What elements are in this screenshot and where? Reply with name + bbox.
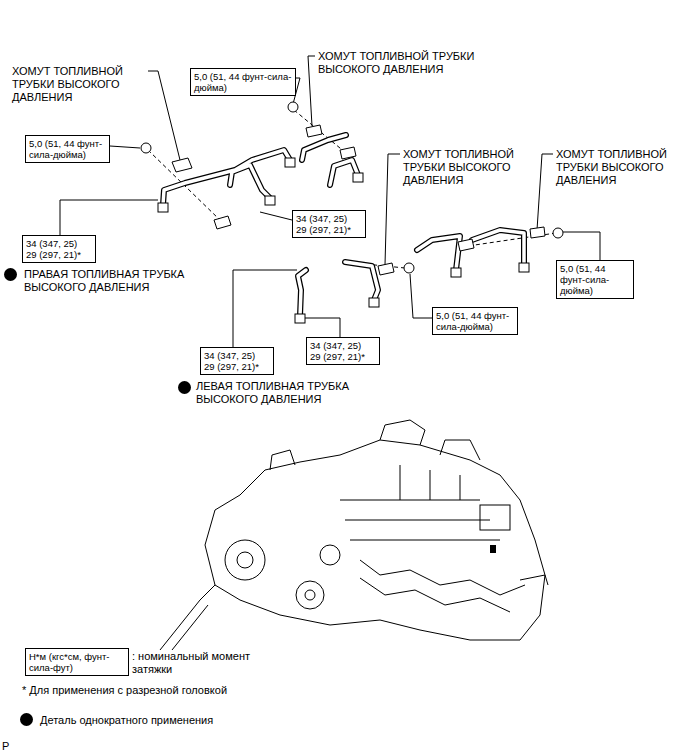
torque-box: 34 (347, 25)29 (297, 21)*	[306, 337, 380, 365]
torque-box: 34 (347, 25)29 (297, 21)*	[200, 347, 274, 375]
torque-box: 34 (347, 25)29 (297, 21)*	[22, 235, 96, 263]
torque-value: 34 (347, 25)	[26, 238, 92, 249]
union-nut	[158, 158, 529, 323]
bolt	[141, 102, 563, 273]
torque-value: 34 (347, 25)	[204, 350, 270, 361]
single-use-dot	[178, 381, 191, 394]
legend-dot	[20, 713, 33, 726]
torque-value: 5,0 (51, 44 фунт-сила-дюйма)	[560, 263, 630, 296]
leader-line	[308, 56, 315, 126]
part-name: ХОМУТ ТОПЛИВНОЙ ТРУБКИ ВЫСОКОГО ДАВЛЕНИЯ	[556, 148, 684, 187]
label-text: : номинальный момент затяжки	[132, 650, 250, 675]
fuel-pipe	[163, 135, 524, 316]
note: * Для применения с разрезной головкой	[22, 684, 322, 697]
label-text: P	[2, 740, 9, 752]
torque-box: 5,0 (51, 44 фунт-сила-дюйма)	[432, 307, 518, 335]
torque-value: 5,0 (51, 44 фунт-сила-дюйма)	[194, 71, 292, 93]
torque-value: 29 (297, 21)*	[204, 361, 270, 372]
label-text: ПРАВАЯ ТОПЛИВНАЯ ТРУБКА ВЫСОКОГО ДАВЛЕНИ…	[24, 268, 184, 293]
leader-line	[233, 270, 297, 347]
pipe-clamp	[172, 125, 545, 275]
unit-box: Н*м (кгс*см, фунт-сила-фут)	[25, 648, 129, 676]
part-name: ХОМУТ ТОПЛИВНОЙ ТРУБКИ ВЫСОКОГО ДАВЛЕНИЯ	[12, 65, 147, 104]
torque-value: 29 (297, 21)*	[26, 249, 92, 260]
label-text: ХОМУТ ТОПЛИВНОЙ ТРУБКИ ВЫСОКОГО ДАВЛЕНИЯ	[12, 65, 123, 103]
engine-illustration	[160, 420, 548, 655]
torque-box: 5,0 (51, 44 фунт-сила-дюйма)	[190, 68, 296, 96]
torque-box: 5,0 (51, 44 фунт-сила-дюйма)	[25, 135, 110, 163]
torque-value: 34 (347, 25)	[296, 213, 362, 224]
torque-value: 29 (297, 21)*	[310, 351, 376, 362]
legend-text: Деталь однократного применения	[40, 714, 213, 727]
torque-box: 34 (347, 25)29 (297, 21)*	[292, 210, 366, 238]
part-name: ХОМУТ ТОПЛИВНОЙ ТРУБКИ ВЫСОКОГО ДАВЛЕНИЯ	[403, 148, 541, 187]
torque-value: 29 (297, 21)*	[296, 224, 362, 235]
leader-line	[260, 212, 292, 220]
label-text: ЛЕВАЯ ТОПЛИВНАЯ ТРУБКА ВЫСОКОГО ДАВЛЕНИЯ	[196, 380, 349, 405]
part-name: ХОМУТ ТОПЛИВНОЙ ТРУБКИ ВЫСОКОГО ДАВЛЕНИЯ	[318, 50, 508, 76]
torque-value: 5,0 (51, 44 фунт-сила-дюйма)	[436, 310, 514, 332]
single-use-dot	[4, 268, 17, 281]
leader-line	[563, 232, 600, 260]
leader-line	[60, 200, 158, 235]
torque-value: 5,0 (51, 44 фунт-сила-дюйма)	[29, 138, 106, 160]
leader-line	[110, 146, 140, 148]
torque-value: 34 (347, 25)	[310, 340, 376, 351]
torque-value: Н*м (кгс*см, фунт-сила-фут)	[29, 651, 125, 673]
part-name: ПРАВАЯ ТОПЛИВНАЯ ТРУБКА ВЫСОКОГО ДАВЛЕНИ…	[24, 268, 234, 294]
torque-box: 5,0 (51, 44 фунт-сила-дюйма)	[556, 260, 634, 299]
label-text: ХОМУТ ТОПЛИВНОЙ ТРУБКИ ВЫСОКОГО ДАВЛЕНИЯ	[318, 50, 474, 75]
leader-line	[385, 154, 400, 265]
leader-line	[410, 274, 432, 318]
label-text: * Для применения с разрезной головкой	[22, 684, 227, 696]
part-name: ЛЕВАЯ ТОПЛИВНАЯ ТРУБКА ВЫСОКОГО ДАВЛЕНИЯ	[196, 380, 406, 406]
leader-line	[148, 71, 180, 160]
note: P	[2, 740, 22, 753]
leader-line	[305, 318, 340, 337]
label-text: ХОМУТ ТОПЛИВНОЙ ТРУБКИ ВЫСОКОГО ДАВЛЕНИЯ	[403, 148, 514, 186]
leader-line	[537, 154, 553, 230]
note: : номинальный момент затяжки	[132, 650, 252, 676]
label-text: ХОМУТ ТОПЛИВНОЙ ТРУБКИ ВЫСОКОГО ДАВЛЕНИЯ	[556, 148, 667, 186]
